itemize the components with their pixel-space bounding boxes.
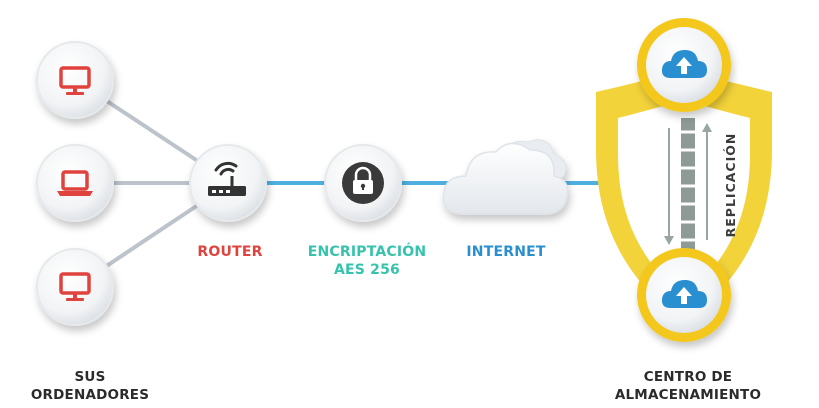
datacenter-label: CENTRO DE ALMACENAMIENTO xyxy=(600,368,776,404)
cloud-icon xyxy=(442,139,569,215)
cloud-upload-icon xyxy=(661,50,707,78)
encryption-label-line2: AES 256 xyxy=(334,262,400,278)
lock-icon xyxy=(342,162,384,204)
monitor-icon xyxy=(59,66,91,95)
replication-bar xyxy=(681,118,695,250)
computers-label-line1: SUS xyxy=(74,369,106,385)
monitor-icon xyxy=(59,272,91,301)
computer-node-2 xyxy=(36,144,114,222)
internet-label: INTERNET xyxy=(466,244,546,260)
replication-label: REPLICACIÓN xyxy=(723,132,738,238)
cloud-upload-icon xyxy=(661,280,707,308)
datacenter-label-line2: ALMACENAMIENTO xyxy=(614,387,762,403)
computers-label-line2: ORDENADORES xyxy=(30,387,150,403)
datacenter-label-line1: CENTRO DE xyxy=(643,369,733,385)
computers-label: SUS ORDENADORES xyxy=(30,368,150,404)
laptop-icon xyxy=(57,170,93,196)
router-icon xyxy=(208,161,246,196)
encryption-label: ENCRIPTACIÓN AES 256 xyxy=(292,243,442,279)
replication-arrows xyxy=(664,118,712,250)
router-label: ROUTER xyxy=(197,244,263,260)
encryption-label-line1: ENCRIPTACIÓN xyxy=(307,244,427,260)
computer-node-1 xyxy=(36,41,114,119)
computer-node-3 xyxy=(36,248,114,326)
router-node xyxy=(189,144,267,222)
